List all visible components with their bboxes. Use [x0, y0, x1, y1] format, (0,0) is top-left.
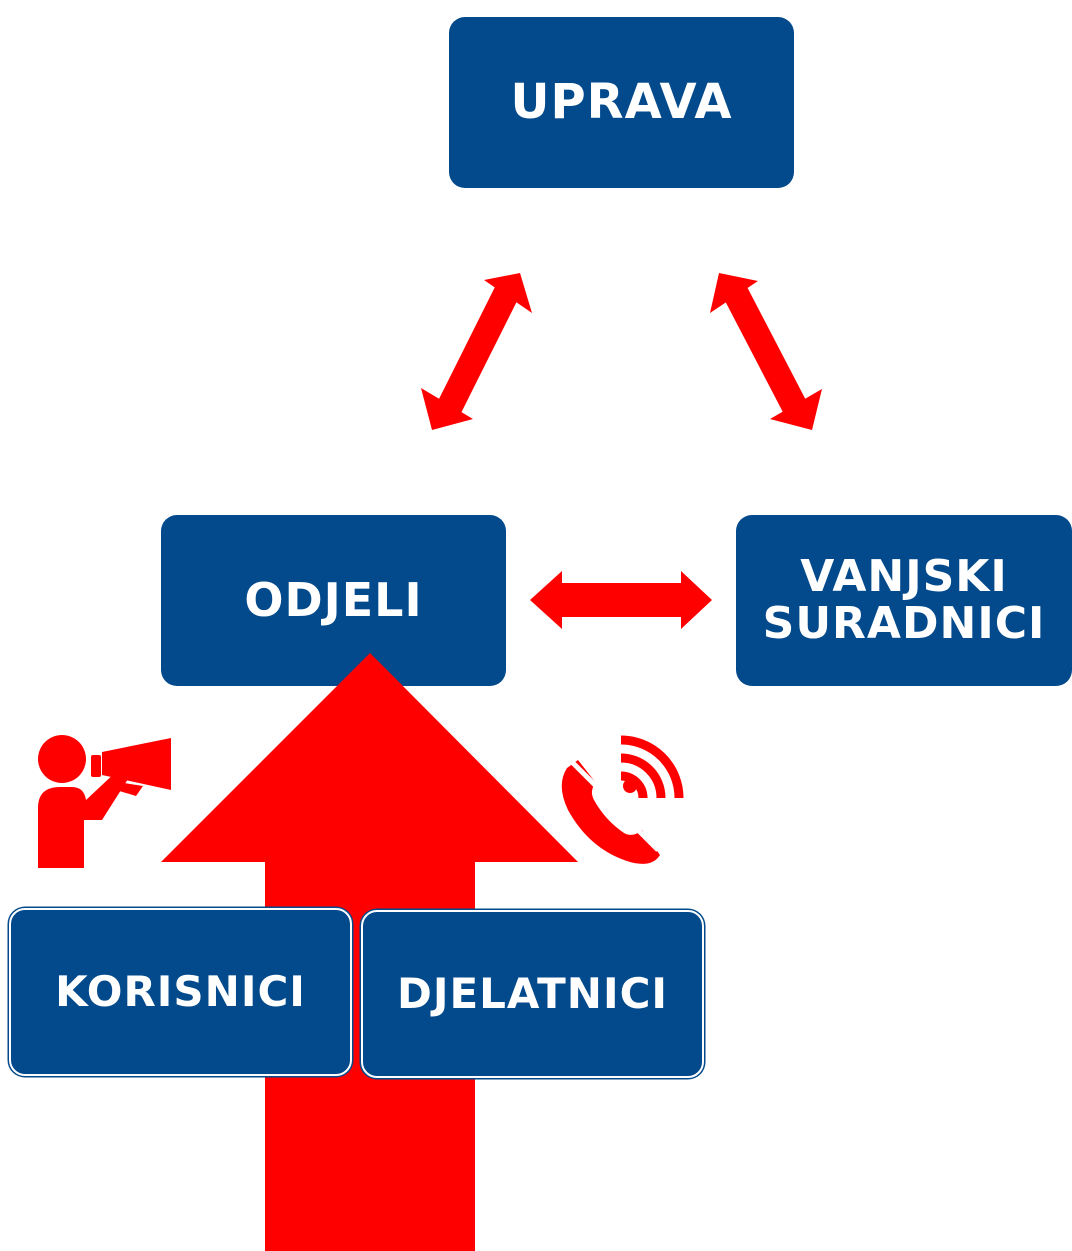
- node-korisnici: KORISNICI: [9, 908, 352, 1076]
- node-odjeli: ODJELI: [161, 515, 506, 686]
- node-djelatnici: DJELATNICI: [361, 910, 704, 1078]
- double-arrow-uprava-vanjski: [710, 273, 822, 430]
- double-arrow-odjeli-uprava: [421, 273, 532, 430]
- node-vanjski-suradnici-label: VANJSKI SURADNICI: [762, 551, 1046, 649]
- node-uprava: UPRAVA: [449, 17, 794, 188]
- double-arrow-odjeli-vanjski: [530, 571, 712, 629]
- ringing-phone-icon: [561, 735, 684, 864]
- person-with-megaphone-icon: [38, 735, 171, 868]
- node-djelatnici-label: DJELATNICI: [396, 968, 669, 1018]
- node-odjeli-label: ODJELI: [244, 573, 423, 628]
- node-vanjski-suradnici: VANJSKI SURADNICI: [736, 515, 1072, 686]
- node-korisnici-label: KORISNICI: [55, 966, 306, 1016]
- node-uprava-label: UPRAVA: [510, 74, 733, 131]
